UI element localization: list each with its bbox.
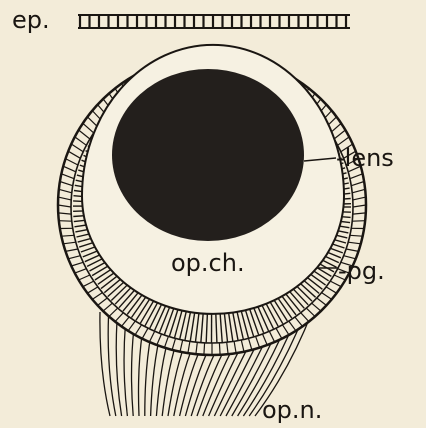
label-optic-nerve: op.n. [262,398,322,422]
nerve-fiber [116,321,121,417]
epidermis-layer [78,15,350,28]
cell-layer-hatch [219,343,220,355]
nerve-fiber [145,335,151,416]
eye-cup [58,45,366,355]
cell-layer-hatch [352,221,365,222]
nerve-fiber [108,316,116,416]
nerve-fiber [156,341,167,416]
nerve-fiber [124,325,127,417]
nerve-fiber [132,328,134,416]
label-lens: -lens [336,146,394,170]
nerve-fiber [174,345,194,416]
lens [112,69,304,241]
nerve-fiber [151,338,160,416]
label-pigment: -pg. [338,259,385,283]
nerve-fiber [138,332,142,416]
cell-layer-hatch [59,221,72,222]
nerve-fiber [180,346,202,416]
label-epidermis: ep. [12,8,50,32]
cell-layer-hatch [204,343,205,355]
label-optic-chamber: op.ch. [171,251,245,275]
